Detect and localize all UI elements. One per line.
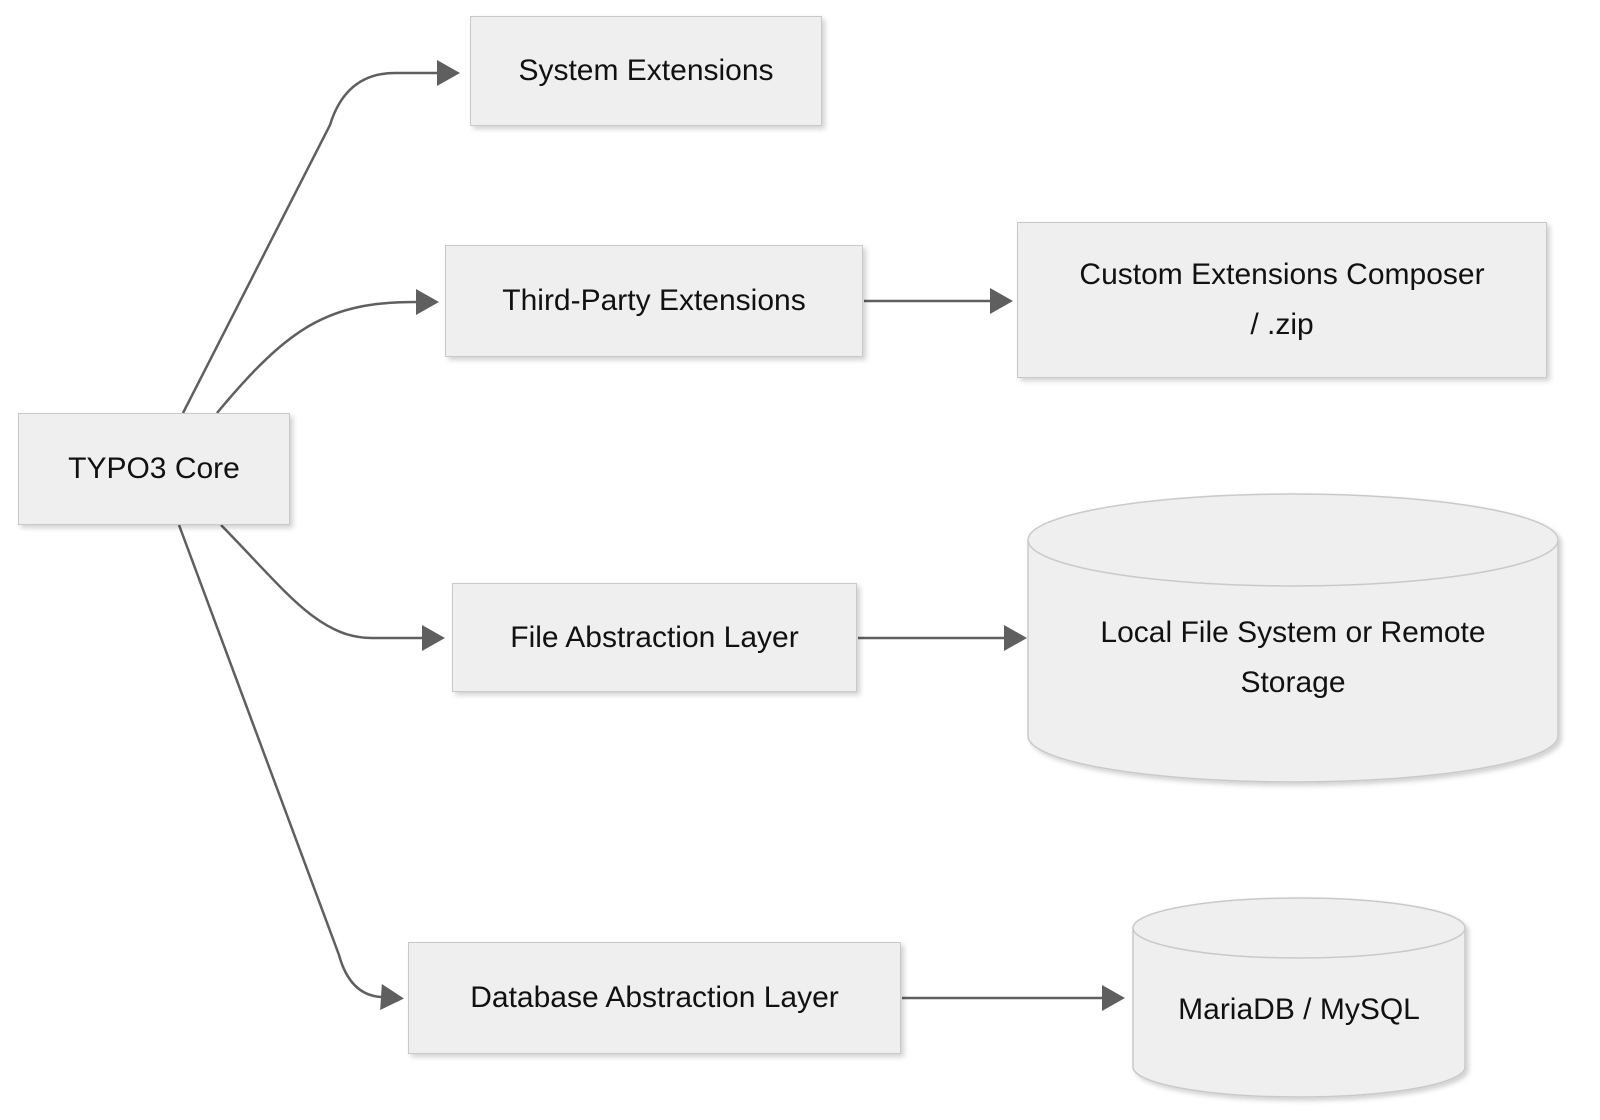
edge-core-to-database-abstraction-layer [177, 524, 404, 1010]
node-system-extensions: System Extensions [470, 16, 822, 126]
node-database-abstraction-layer-label: Database Abstraction Layer [470, 981, 839, 1014]
node-file-abstraction-layer: File Abstraction Layer [452, 583, 857, 692]
edge-core-to-system-extensions [181, 60, 460, 414]
node-custom-extensions-composer-label-line2: / .zip [1250, 308, 1314, 341]
node-custom-extensions-composer: Custom Extensions Composer / .zip [1017, 222, 1547, 378]
cylinder-mariadb-mysql [1132, 897, 1466, 1098]
edge-core-to-file-abstraction-layer [220, 524, 445, 651]
node-third-party-extensions: Third-Party Extensions [445, 245, 863, 357]
node-third-party-extensions-label: Third-Party Extensions [502, 284, 806, 317]
node-local-file-system-label-line1: Local File System or Remote [1100, 616, 1486, 649]
node-typo3-core-label: TYPO3 Core [68, 452, 240, 485]
node-custom-extensions-composer-label-line1: Custom Extensions Composer [1079, 258, 1485, 291]
node-system-extensions-label: System Extensions [518, 54, 774, 87]
cylinder-local-file-system [1027, 493, 1559, 783]
node-local-file-system-label: Local File System or Remote Storage [1048, 608, 1538, 708]
node-database-abstraction-layer: Database Abstraction Layer [408, 942, 901, 1054]
node-file-abstraction-layer-label: File Abstraction Layer [510, 620, 799, 654]
edge-core-to-third-party-extensions [216, 289, 439, 414]
node-mariadb-mysql-label: MariaDB / MySQL [1133, 990, 1465, 1030]
node-mariadb-mysql-label-text: MariaDB / MySQL [1178, 993, 1420, 1026]
node-typo3-core: TYPO3 Core [18, 413, 290, 525]
node-local-file-system-label-line2: Storage [1240, 666, 1346, 699]
